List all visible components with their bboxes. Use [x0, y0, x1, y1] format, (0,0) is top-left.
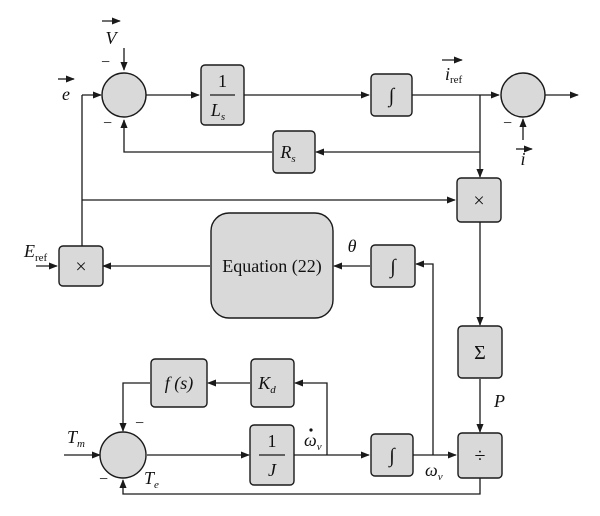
signal-omega-dot: ωv [304, 430, 322, 453]
signal-omega: ωv [425, 460, 443, 483]
block-rs [272, 130, 316, 174]
inv-j-den: J [268, 460, 277, 480]
integrator-omega-symbol: ∫ [387, 445, 396, 468]
inv-j-num: 1 [268, 431, 277, 451]
block-integrator-omega [370, 433, 414, 477]
wire-omega-to-theta-int [415, 260, 434, 455]
block-multiplier-left [58, 245, 104, 287]
inv-ls-num: 1 [218, 71, 227, 91]
sigma-symbol: Σ [474, 342, 486, 364]
wire-omegadot-to-kd [294, 379, 328, 455]
block-divide [457, 432, 503, 479]
wire-fs-to-sum [119, 382, 150, 432]
signal-theta: θ [348, 236, 357, 256]
sum-junction-top [101, 72, 147, 118]
block-sigma [457, 325, 503, 379]
equation-22-label: Equation (22) [222, 256, 321, 277]
sum-junction-output [500, 72, 546, 118]
block-kd [250, 358, 295, 408]
sign-output: − [503, 115, 512, 132]
signal-t-m: Tm [67, 427, 85, 450]
fs-label: f (s) [165, 373, 194, 394]
block-equation-22 [210, 212, 334, 319]
block-integrator-top [370, 73, 413, 117]
integrator-theta-symbol: ∫ [388, 256, 397, 279]
sign-top-left: − [101, 54, 110, 71]
sign-top-bottom: − [103, 115, 112, 132]
multiplier-right-symbol: × [473, 190, 484, 212]
sum-junction-torque [99, 431, 147, 479]
signal-i: i [520, 149, 525, 169]
divide-symbol: ÷ [475, 445, 486, 467]
block-multiplier-right [456, 177, 502, 223]
omega-dot-accent [309, 428, 313, 432]
integrator-top-symbol: ∫ [387, 85, 396, 108]
rs-label: Rs [279, 142, 295, 165]
wire-te-to-sum [119, 478, 481, 495]
signal-e-ref: Eref [23, 241, 48, 264]
signal-t-e: Te [144, 468, 159, 491]
wire-rs-to-sum [120, 119, 272, 153]
block-fs [150, 358, 208, 408]
signal-p: P [493, 391, 505, 411]
signal-v: V [106, 28, 119, 48]
signal-e: e [62, 84, 70, 104]
kd-label: Kd [257, 373, 276, 396]
multiplier-left-symbol: × [75, 256, 86, 278]
sign-torque-bottom: − [99, 471, 108, 488]
block-integrator-theta [370, 244, 416, 288]
inv-ls-den: Ls [210, 100, 225, 123]
sign-torque-top: − [135, 415, 144, 432]
signal-i-ref: iref [445, 64, 463, 86]
